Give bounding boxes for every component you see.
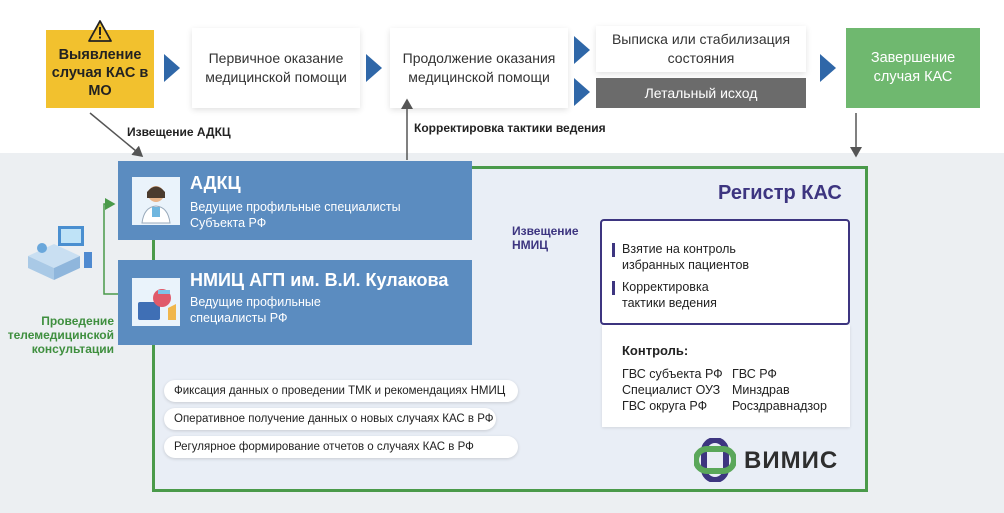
monitoring-item-2: Корректировка тактики ведения (622, 280, 717, 310)
control-left-2: Специалист ОУЗ (622, 383, 721, 397)
monitoring-marker-2 (612, 281, 615, 295)
control-title: Контроль: (622, 343, 689, 358)
flow-arrow-4 (820, 54, 836, 82)
vimis-logo-text: ВИМИС (744, 447, 839, 474)
nmic-subtitle: Ведущие профильные специалисты РФ (190, 295, 321, 325)
discharge-label: Выписка или стабилизация состояния (611, 31, 791, 66)
flow-arrow-2 (366, 54, 382, 82)
control-right-2: Минздрав (732, 383, 790, 397)
adkc-title: АДКЦ (190, 173, 241, 193)
detect-case-label: Выявление случая КАС в МО (51, 47, 149, 99)
completion-box: Завершение случая КАС (846, 28, 980, 108)
control-right-3: Росздравнадзор (732, 399, 827, 413)
control-left-1: ГВС субъекта РФ (622, 367, 723, 381)
lethal-label: Летальный исход (644, 85, 758, 101)
telemed-label: Проведение телемедицинской консультации (7, 314, 114, 356)
control-right-1: ГВС РФ (732, 367, 777, 381)
nmic-title: НМИЦ АГП им. В.И. Кулакова (190, 270, 449, 290)
flow-arrow-1 (164, 54, 180, 82)
flow-arrow-3a (574, 36, 590, 64)
detect-case-box: Выявление случая КАС в МО (46, 30, 154, 108)
telemedicine-icon (24, 222, 96, 284)
flow-arrow-3b (574, 78, 590, 106)
vimis-logo-icon (693, 437, 737, 483)
adkc-panel: АДКЦ Ведущие профильные специалисты Субъ… (118, 161, 472, 240)
feature-item-1: Фиксация данных о проведении ТМК и реком… (164, 380, 518, 402)
control-left-3: ГВС округа РФ (622, 399, 708, 413)
monitoring-item-1: Взятие на контроль избранных пациентов (622, 242, 750, 272)
doctor-icon (132, 177, 180, 225)
continued-care-label: Продолжение оказания медицинской помощи (402, 50, 556, 85)
primary-care-label: Первичное оказание медицинской помощи (205, 50, 347, 85)
register-title: Регистр КАС (718, 182, 842, 204)
medical-icon (132, 278, 180, 326)
monitoring-box: Взятие на контроль избранных пациентов К… (600, 219, 850, 325)
correction-label: Корректировка тактики ведения (414, 121, 606, 135)
completion-label: Завершение случая КАС (870, 50, 956, 85)
continued-care-box: Продолжение оказания медицинской помощи (390, 28, 568, 108)
nmic-panel: НМИЦ АГП им. В.И. Кулакова Ведущие профи… (118, 260, 472, 345)
notify-adkc-label: Извещение АДКЦ (127, 125, 231, 139)
control-box: Контроль: ГВС субъекта РФ Специалист ОУЗ… (602, 325, 850, 427)
lethal-box: Летальный исход (596, 78, 806, 108)
monitoring-marker-1 (612, 243, 615, 257)
discharge-box: Выписка или стабилизация состояния (596, 26, 806, 72)
feature-item-3: Регулярное формирование отчетов о случая… (164, 436, 518, 458)
notify-nmic-label: Извещение НМИЦ (512, 224, 579, 252)
warning-icon (88, 20, 112, 42)
adkc-subtitle: Ведущие профильные специалисты Субъекта … (190, 200, 401, 230)
primary-care-box: Первичное оказание медицинской помощи (192, 28, 360, 108)
feature-item-2: Оперативное получение данных о новых слу… (164, 408, 496, 430)
